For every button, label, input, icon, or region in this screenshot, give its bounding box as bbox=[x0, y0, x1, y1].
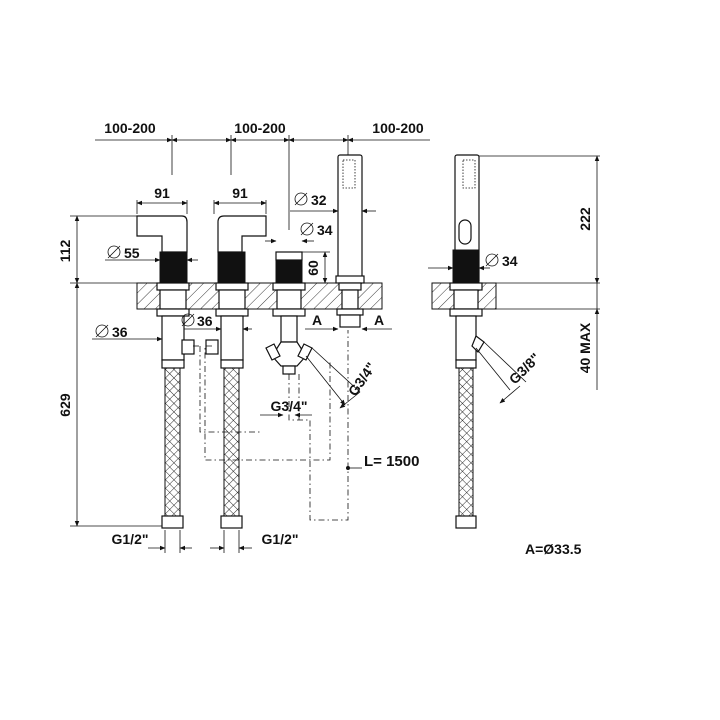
left-lever-handle bbox=[136, 215, 188, 253]
diverter-knob bbox=[275, 259, 303, 283]
thread-g12-right: G1/2" bbox=[262, 531, 299, 547]
hand-shower-front bbox=[335, 154, 365, 328]
diverter bbox=[265, 251, 313, 375]
thread-g12-left: G1/2" bbox=[112, 531, 149, 547]
handle-width-right: 91 bbox=[232, 185, 248, 201]
left-outlet-fitting bbox=[181, 339, 195, 355]
thread-g34-diagonal: G3/4" bbox=[345, 359, 379, 398]
left-braided-hose bbox=[164, 367, 181, 517]
thread-g34-label: G3/4" bbox=[271, 398, 308, 414]
side-holder-body bbox=[452, 249, 480, 283]
spacing-label-1: 100-200 bbox=[104, 120, 156, 136]
hand-shower-handset bbox=[337, 154, 363, 284]
dia-55-label: 55 bbox=[124, 245, 140, 261]
left-valve bbox=[136, 215, 195, 529]
section-a-left: A bbox=[312, 312, 322, 328]
max-40-label: 40 MAX bbox=[577, 322, 593, 373]
right-valve bbox=[205, 215, 267, 529]
dia-34-side-label: 34 bbox=[502, 253, 518, 269]
note-a-diameter: A=Ø33.5 bbox=[525, 541, 582, 557]
height-112-label: 112 bbox=[57, 239, 73, 262]
length-629-label: 629 bbox=[57, 393, 73, 417]
hose-length-label: L= 1500 bbox=[364, 453, 419, 470]
dia-36-right-label: 36 bbox=[197, 313, 213, 329]
height-222-label: 222 bbox=[577, 207, 593, 231]
left-handle-body bbox=[159, 251, 188, 283]
dia-32-label: 32 bbox=[311, 192, 327, 208]
right-outlet-fitting bbox=[205, 339, 219, 355]
side-braided-hose bbox=[458, 367, 474, 517]
front-view: 100-200 100-200 100-200 91 91 32 34 bbox=[57, 120, 430, 553]
side-view: 222 40 MAX 34 G3/8" bbox=[428, 154, 600, 529]
section-a-right: A bbox=[374, 312, 384, 328]
right-lever-handle bbox=[217, 215, 267, 253]
height-60-label: 60 bbox=[305, 260, 321, 276]
spacing-label-3: 100-200 bbox=[372, 120, 424, 136]
dia-36-left-label: 36 bbox=[112, 324, 128, 340]
spacing-label-2: 100-200 bbox=[234, 120, 286, 136]
handle-width-left: 91 bbox=[154, 185, 170, 201]
dia-34-front-label: 34 bbox=[317, 222, 333, 238]
hose-routing-lines bbox=[193, 330, 349, 521]
right-handle-body bbox=[217, 251, 246, 283]
right-braided-hose bbox=[223, 367, 240, 517]
